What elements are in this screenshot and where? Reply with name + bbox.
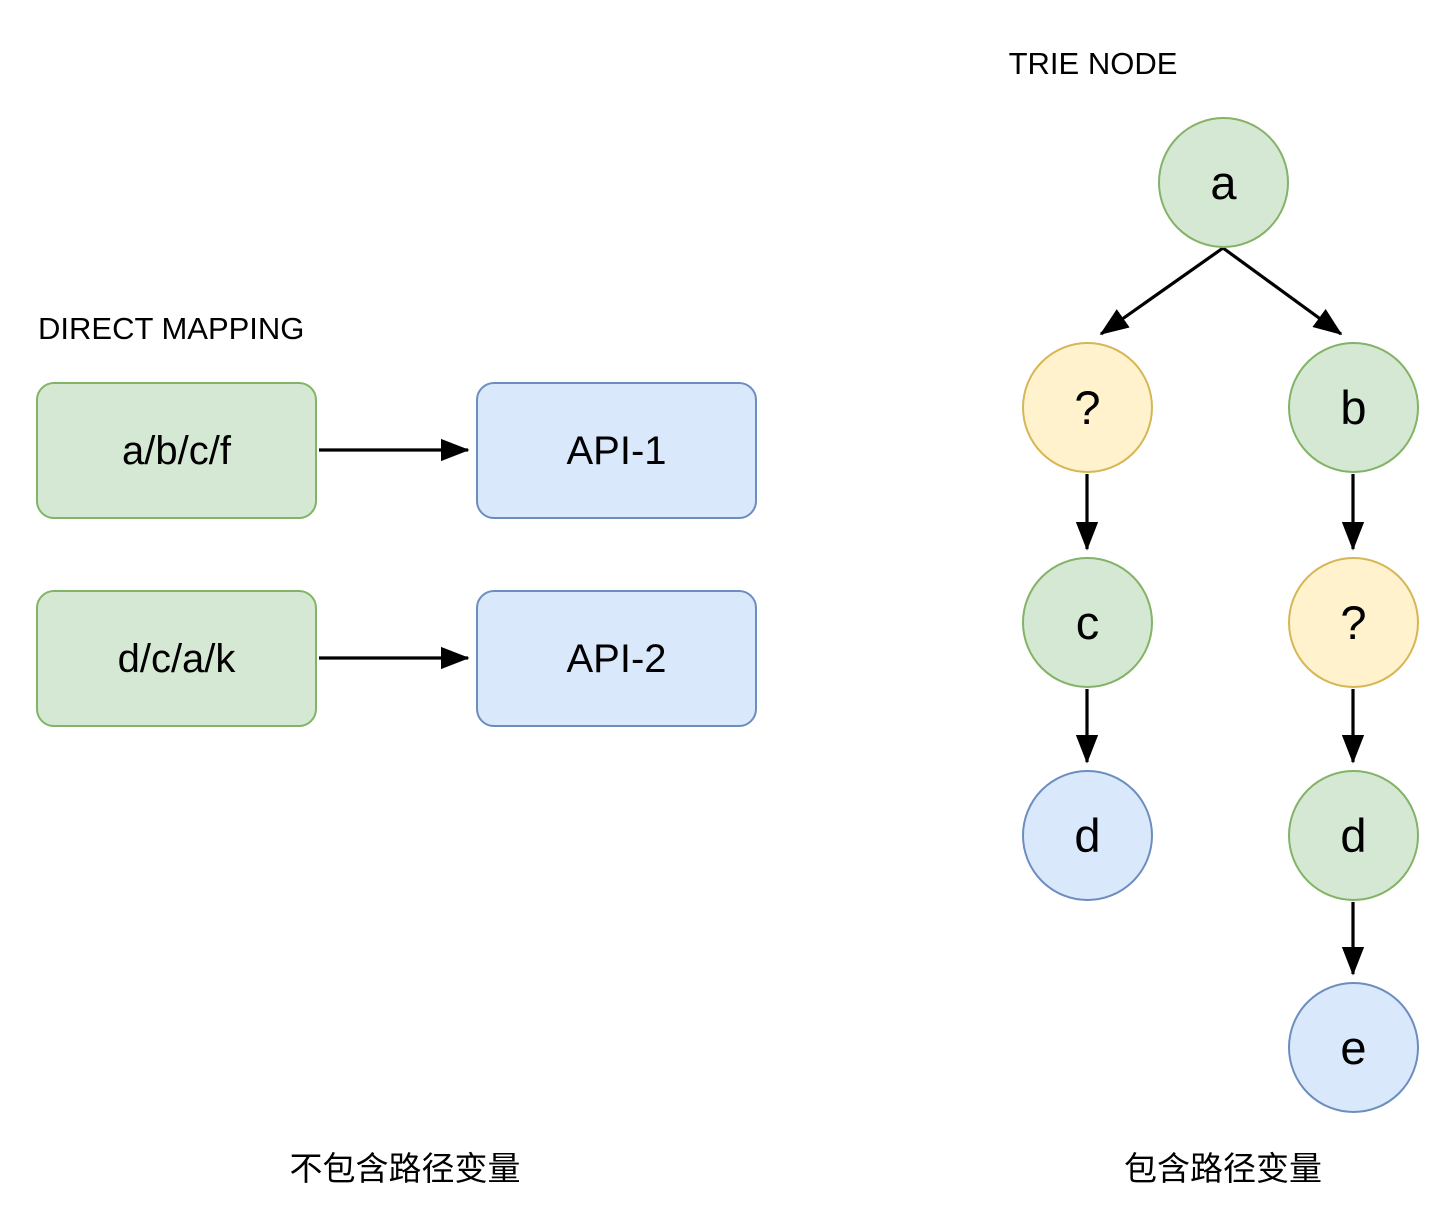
trie-node-label-l1-right: b (1340, 381, 1367, 434)
trie-node-heading: TRIE NODE (0, 48, 1440, 79)
trie-node-l2-left-c: c (1022, 557, 1153, 688)
direct-mapping-target-label-1: API-1 (566, 428, 667, 473)
trie-node-l1-left-wildcard: ? (1022, 342, 1153, 473)
trie-node-label-l4-right: e (1340, 1021, 1367, 1074)
direct-mapping-target-label-2: API-2 (566, 636, 667, 681)
trie-node-l1-right-b: b (1288, 342, 1419, 473)
trie-node-l3-left-d: d (1022, 770, 1153, 901)
trie-node-l4-right-e: e (1288, 982, 1419, 1113)
right-panel-caption: 包含路径变量 (1124, 1150, 1322, 1187)
direct-mapping-target-box-1: API-1 (476, 382, 757, 519)
trie-node-label-root: a (1210, 156, 1237, 209)
trie-node-l2-right-wildcard: ? (1288, 557, 1419, 688)
direct-mapping-source-box-2: d/c/a/k (36, 590, 317, 727)
trie-node-label-l3-right: d (1340, 809, 1367, 862)
direct-mapping-source-label-2: d/c/a/k (117, 636, 236, 681)
trie-node-l3-right-d: d (1288, 770, 1419, 901)
trie-node-label-l2-right: ? (1340, 596, 1367, 649)
trie-node-label-l3-left: d (1074, 809, 1101, 862)
direct-mapping-target-box-2: API-2 (476, 590, 757, 727)
trie-node-label-l2-left: c (1075, 596, 1100, 649)
trie-edge-root-to-l1-left (1099, 246, 1224, 336)
direct-mapping-source-label-1: a/b/c/f (122, 428, 231, 473)
trie-node-root-a: a (1158, 117, 1289, 248)
direct-mapping-heading: DIRECT MAPPING (38, 311, 305, 346)
direct-mapping-source-box-1: a/b/c/f (36, 382, 317, 519)
trie-node-heading-text: TRIE NODE (1008, 46, 1178, 81)
trie-edge-root-to-l1-right (1222, 246, 1343, 336)
left-panel-caption: 不包含路径变量 (289, 1150, 521, 1187)
trie-node-label-l1-left: ? (1074, 381, 1101, 434)
